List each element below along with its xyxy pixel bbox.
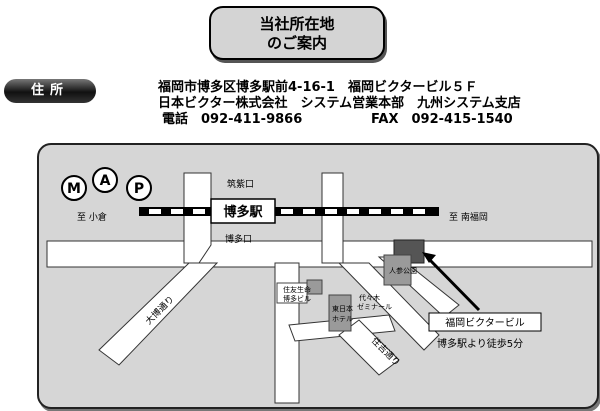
sumitomo-label-2: 博多ビル bbox=[283, 294, 311, 303]
sumitomo-label-1: 住友生命 bbox=[283, 285, 311, 294]
map-badge-letter-a: A bbox=[100, 173, 111, 189]
walk-label: 博多駅より徒歩5分 bbox=[437, 337, 523, 350]
target-label-box bbox=[428, 312, 542, 332]
target-label: 福岡ビクタービル bbox=[445, 316, 525, 329]
road-diagonal bbox=[337, 262, 440, 351]
sumitomo-annex bbox=[306, 279, 323, 295]
map-badge-letter-p: P bbox=[134, 181, 144, 197]
hotel-building bbox=[328, 294, 352, 332]
station-label: 博多駅 bbox=[223, 204, 263, 220]
map-badge: M A P bbox=[61, 167, 152, 201]
hakata-exit-label: 博多口 bbox=[225, 233, 252, 245]
map-badge-letter-m: M bbox=[67, 181, 81, 197]
railway bbox=[139, 207, 439, 216]
daihaku-street bbox=[98, 262, 219, 366]
hotel-label-2: ホテル bbox=[332, 315, 353, 323]
main-road-east-west bbox=[46, 240, 593, 268]
page-title: 当社所在地 のご案内 bbox=[209, 6, 385, 60]
to-kokura-label: 至 小倉 bbox=[77, 211, 107, 223]
roads bbox=[46, 172, 593, 404]
title-line-1: 当社所在地 bbox=[259, 15, 335, 33]
hotel-label-1: 東日本 bbox=[332, 304, 353, 313]
sumiyoshi-street bbox=[338, 319, 400, 376]
chikushi-label: 筑紫口 bbox=[227, 178, 254, 190]
address-label-badge: 住所 bbox=[4, 79, 96, 103]
road-center-north bbox=[321, 172, 344, 264]
yoyogi-label-1: 代々木 bbox=[359, 293, 380, 302]
to-minamifukuoka-label: 至 南福岡 bbox=[449, 211, 488, 223]
title-line-2: のご案内 bbox=[266, 34, 327, 52]
address-line-1: 福岡市博多区博多駅前4-16-1 福岡ビクタービル５Ｆ bbox=[158, 80, 478, 95]
road-left-north bbox=[183, 172, 212, 264]
yoyogi-label-2: ゼミナール bbox=[357, 302, 392, 311]
phone-number: 電話 092-411-9866 bbox=[162, 112, 303, 127]
access-map: 博多駅 M A P 筑紫口 博多口 至 小倉 至 南福岡 住友生命 博多ビル 東… bbox=[37, 143, 599, 409]
ninoji-building bbox=[383, 254, 412, 286]
address-line-2: 日本ビクター株式会社 システム営業本部 九州システム支店 bbox=[158, 96, 521, 111]
fax-number: FAX 092-415-1540 bbox=[371, 112, 513, 127]
station-box bbox=[210, 198, 276, 224]
ninoji-label: 人参公園 bbox=[389, 266, 417, 275]
target-arrow bbox=[425, 255, 481, 312]
